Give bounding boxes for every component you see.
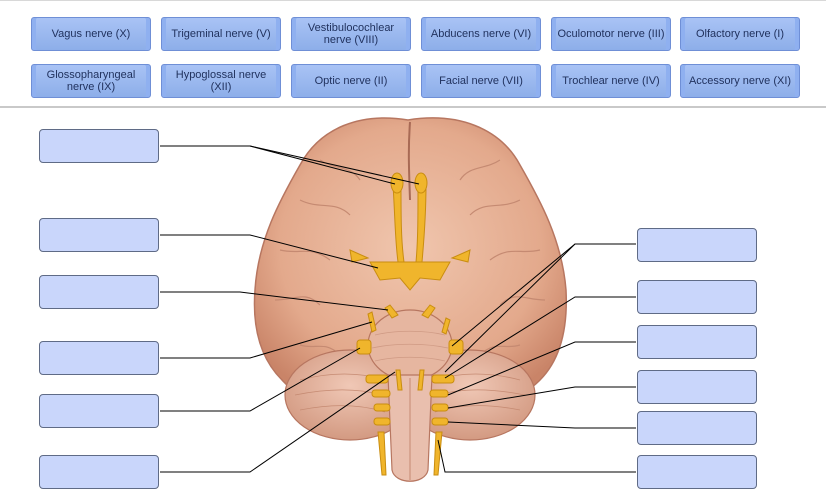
drop-zone-8[interactable] — [637, 280, 757, 314]
chip-label: Abducens nerve (VI) — [426, 18, 536, 50]
chip-trochlear-nerve[interactable]: Trochlear nerve (IV) — [551, 64, 671, 98]
optic-chiasm — [369, 261, 451, 291]
chip-label: Oculomotor nerve (III) — [556, 18, 666, 50]
word-bank: Vagus nerve (X) Trigeminal nerve (V) Ves… — [0, 0, 826, 108]
chip-hypoglossal-nerve[interactable]: Hypoglossal nerve (XII) — [161, 64, 281, 98]
pons — [367, 309, 453, 381]
chip-oculomotor-nerve[interactable]: Oculomotor nerve (III) — [551, 17, 671, 51]
chip-label: Olfactory nerve (I) — [685, 18, 795, 50]
chip-trigeminal-nerve[interactable]: Trigeminal nerve (V) — [161, 17, 281, 51]
chip-vestibulocochlear-nerve[interactable]: Vestibulocochlear nerve (VIII) — [291, 17, 411, 51]
drop-zone-5[interactable] — [39, 394, 159, 428]
chip-glossopharyngeal-nerve[interactable]: Glossopharyngeal nerve (IX) — [31, 64, 151, 98]
drop-zone-12[interactable] — [637, 455, 757, 489]
chip-olfactory-nerve[interactable]: Olfactory nerve (I) — [680, 17, 800, 51]
trigeminal-right — [448, 339, 464, 355]
gyri — [274, 159, 546, 356]
longitudinal-fissure — [407, 121, 411, 201]
oculomotor-left — [384, 304, 399, 319]
chip-label: Hypoglossal nerve (XII) — [166, 65, 276, 97]
drop-zone-11[interactable] — [637, 411, 757, 445]
chip-label: Glossopharyngeal nerve (IX) — [36, 65, 146, 97]
oculomotor-right — [421, 304, 436, 319]
chip-accessory-nerve[interactable]: Accessory nerve (XI) — [680, 64, 800, 98]
chip-label: Vestibulocochlear nerve (VIII) — [296, 18, 406, 50]
chip-label: Trigeminal nerve (V) — [166, 18, 276, 50]
drop-zone-6[interactable] — [39, 455, 159, 489]
drop-zone-10[interactable] — [637, 370, 757, 404]
optic-nerve-left-stub — [349, 249, 370, 263]
optic-nerve-right-stub — [450, 249, 471, 263]
drop-zone-4[interactable] — [39, 341, 159, 375]
chip-facial-nerve[interactable]: Facial nerve (VII) — [421, 64, 541, 98]
chip-label: Optic nerve (II) — [296, 65, 406, 97]
leader-lines — [160, 145, 636, 473]
chip-label: Vagus nerve (X) — [36, 18, 146, 50]
drop-zone-7[interactable] — [637, 228, 757, 262]
drop-zone-2[interactable] — [39, 218, 159, 252]
trochlear-right — [441, 317, 451, 335]
chip-vagus-nerve[interactable]: Vagus nerve (X) — [31, 17, 151, 51]
chip-label: Accessory nerve (XI) — [685, 65, 795, 97]
drop-zone-3[interactable] — [39, 275, 159, 309]
trigeminal-left — [356, 339, 372, 355]
chip-label: Trochlear nerve (IV) — [556, 65, 666, 97]
drop-zone-1[interactable] — [39, 129, 159, 163]
pons-striations — [371, 330, 449, 362]
drop-zone-9[interactable] — [637, 325, 757, 359]
chip-abducens-nerve[interactable]: Abducens nerve (VI) — [421, 17, 541, 51]
chip-optic-nerve[interactable]: Optic nerve (II) — [291, 64, 411, 98]
chip-label: Facial nerve (VII) — [426, 65, 536, 97]
